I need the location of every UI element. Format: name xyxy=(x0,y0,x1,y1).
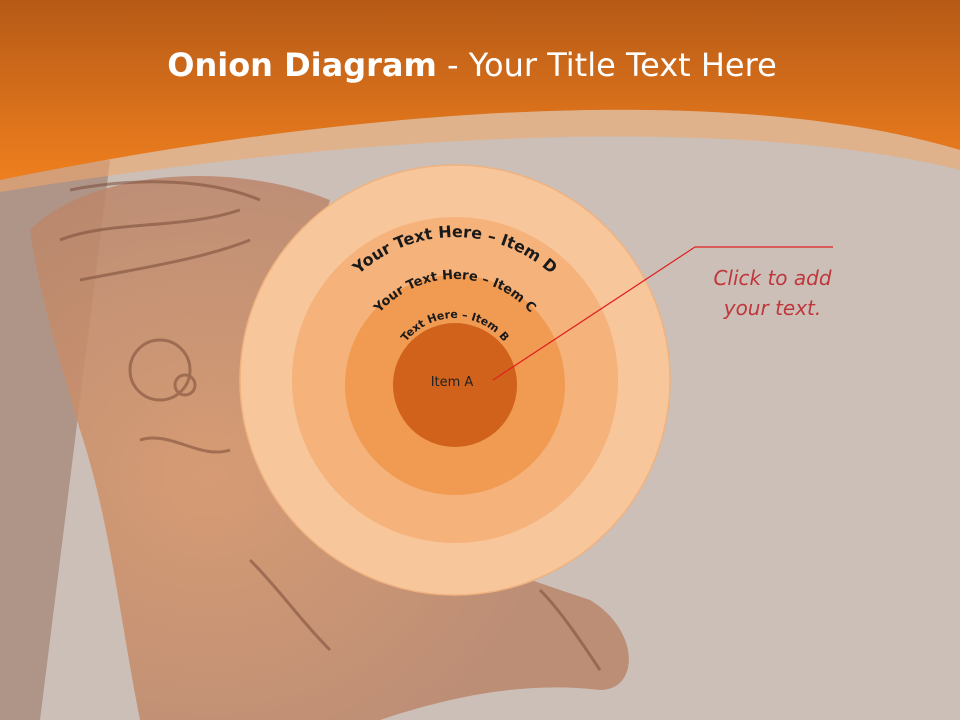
callout-line xyxy=(492,246,833,381)
core-item-a[interactable] xyxy=(393,323,517,447)
callout-text-box[interactable]: Click to add your text. xyxy=(690,263,855,323)
title-rest: - Your Title Text Here xyxy=(436,46,777,84)
label-item-a: Item A xyxy=(431,375,474,390)
header-band xyxy=(0,0,960,180)
callout-line-2: your text. xyxy=(723,296,822,320)
callout-line-1: Click to add xyxy=(713,266,832,290)
slide-title[interactable]: Onion Diagram - Your Title Text Here xyxy=(0,46,944,84)
title-bold: Onion Diagram xyxy=(167,46,437,84)
henna-pattern xyxy=(59,180,602,671)
